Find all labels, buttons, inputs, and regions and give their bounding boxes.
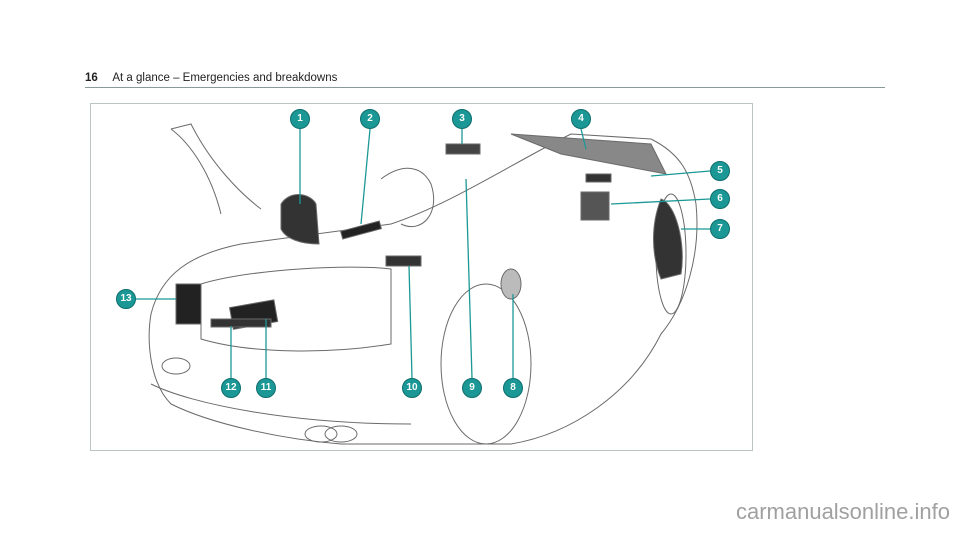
callout-2: 2 [360,109,380,129]
section-title: At a glance – Emergencies and breakdowns [112,72,338,84]
callout-10: 10 [402,378,422,398]
callout-12: 12 [221,378,241,398]
header-divider [85,87,885,88]
callout-5: 5 [710,161,730,181]
page-number: 16 [85,72,98,84]
callout-4: 4 [571,109,591,129]
callout-7: 7 [710,219,730,239]
callout-8: 8 [503,378,523,398]
car-illustration-figure: 1 2 3 4 5 6 7 8 9 10 11 12 13 [90,103,753,451]
callout-1: 1 [290,109,310,129]
callout-13: 13 [116,289,136,309]
page-header: 16 At a glance – Emergencies and breakdo… [85,72,337,84]
callout-11: 11 [256,378,276,398]
callout-9: 9 [462,378,482,398]
callout-3: 3 [452,109,472,129]
callout-6: 6 [710,189,730,209]
car-illustration [136,123,711,445]
watermark: carmanualsonline.info [735,499,950,524]
